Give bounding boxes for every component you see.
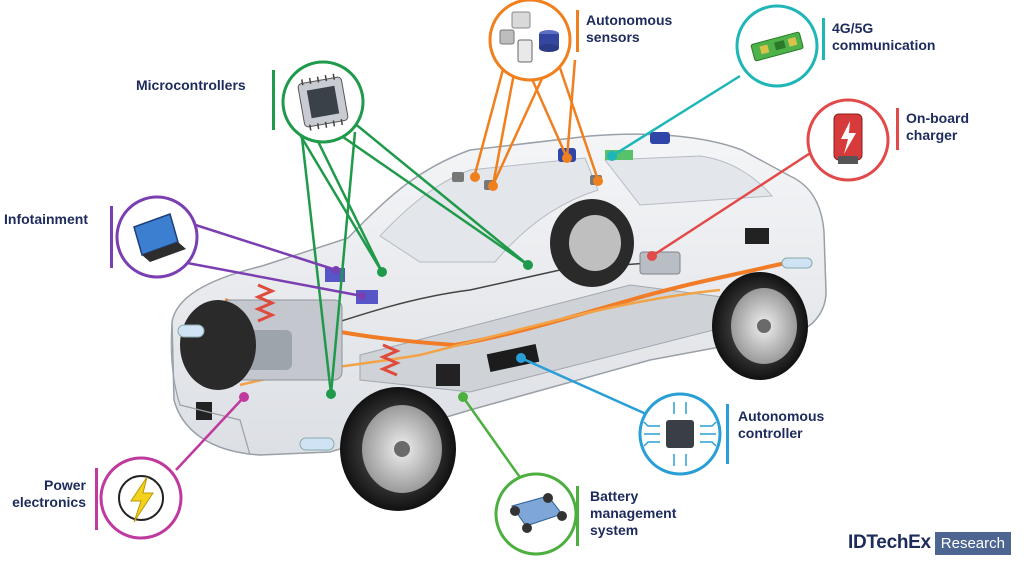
callout-communication xyxy=(611,74,741,158)
callout-communication-dot xyxy=(607,151,617,161)
callout-autonomous-controller xyxy=(520,356,656,420)
callout-onboard-charger-dot xyxy=(647,251,657,261)
label-bar xyxy=(272,70,275,130)
label-bar xyxy=(95,468,98,530)
label-bar xyxy=(896,108,899,150)
windshield xyxy=(379,157,599,263)
callout-battery-management-dot xyxy=(458,392,468,402)
label-bar xyxy=(726,404,729,464)
rear-right-wheel xyxy=(712,272,808,380)
label-autonomous-controller: Autonomous controller xyxy=(738,408,825,441)
callout-microcontrollers-dots xyxy=(326,260,533,399)
charger-bolt-icon xyxy=(806,98,890,182)
headlight xyxy=(299,437,335,451)
display-screen-icon xyxy=(115,195,199,279)
comm-antenna xyxy=(605,150,633,160)
headlight xyxy=(177,324,205,338)
label-power-electronics: Power electronics xyxy=(12,477,86,510)
brand-logo: IDTechEx Research xyxy=(848,531,1011,555)
rear-module xyxy=(745,228,769,244)
car-illustration xyxy=(170,132,827,511)
rear-left-wheel xyxy=(550,199,634,287)
brand-tag: Research xyxy=(934,531,1011,555)
callout-autonomous-sensors-dots xyxy=(470,153,603,191)
battery-module xyxy=(486,343,540,373)
callout-power-electronics xyxy=(175,396,245,471)
processor-chip-icon xyxy=(638,392,722,476)
label-bar xyxy=(576,10,579,52)
lightning-bolt-icon xyxy=(99,456,183,540)
front-module xyxy=(436,364,460,386)
front-bumper xyxy=(170,321,251,456)
taillight xyxy=(781,257,813,269)
circuit-board-icon xyxy=(735,4,819,88)
sensor-cluster-icon xyxy=(488,0,572,82)
label-autonomous-sensors: Autonomous sensors xyxy=(586,12,673,45)
label-bar xyxy=(576,486,579,546)
callout-infotainment xyxy=(179,218,363,298)
callout-onboard-charger xyxy=(651,148,816,258)
side-windows xyxy=(604,155,774,206)
roof-sensor xyxy=(452,172,464,182)
charger-unit xyxy=(639,251,681,275)
callout-infotainment-dots xyxy=(332,266,366,300)
callout-microcontrollers xyxy=(288,117,529,395)
label-battery-management: Battery management system xyxy=(590,488,677,538)
label-onboard-charger: On-board charger xyxy=(906,110,969,143)
label-microcontrollers: Microcontrollers xyxy=(136,77,246,93)
microchip-icon xyxy=(281,60,365,144)
label-infotainment: Infotainment xyxy=(4,211,88,227)
brand-name: IDTechEx xyxy=(848,532,931,553)
callout-autonomous-controller-dot xyxy=(516,353,526,363)
suspension-spring xyxy=(254,283,276,323)
label-communication: 4G/5G communication xyxy=(832,20,936,53)
battery-chassis-icon xyxy=(494,472,578,556)
callout-power-electronics-dot xyxy=(239,392,249,402)
suspension-spring xyxy=(379,343,401,377)
roof-lidar xyxy=(650,132,670,144)
label-bar xyxy=(110,206,113,268)
front-right-wheel xyxy=(180,300,256,390)
callout-autonomous-sensors xyxy=(473,59,600,186)
label-bar xyxy=(822,18,825,60)
dash-screen xyxy=(325,268,345,282)
front-left-wheel xyxy=(340,387,456,511)
